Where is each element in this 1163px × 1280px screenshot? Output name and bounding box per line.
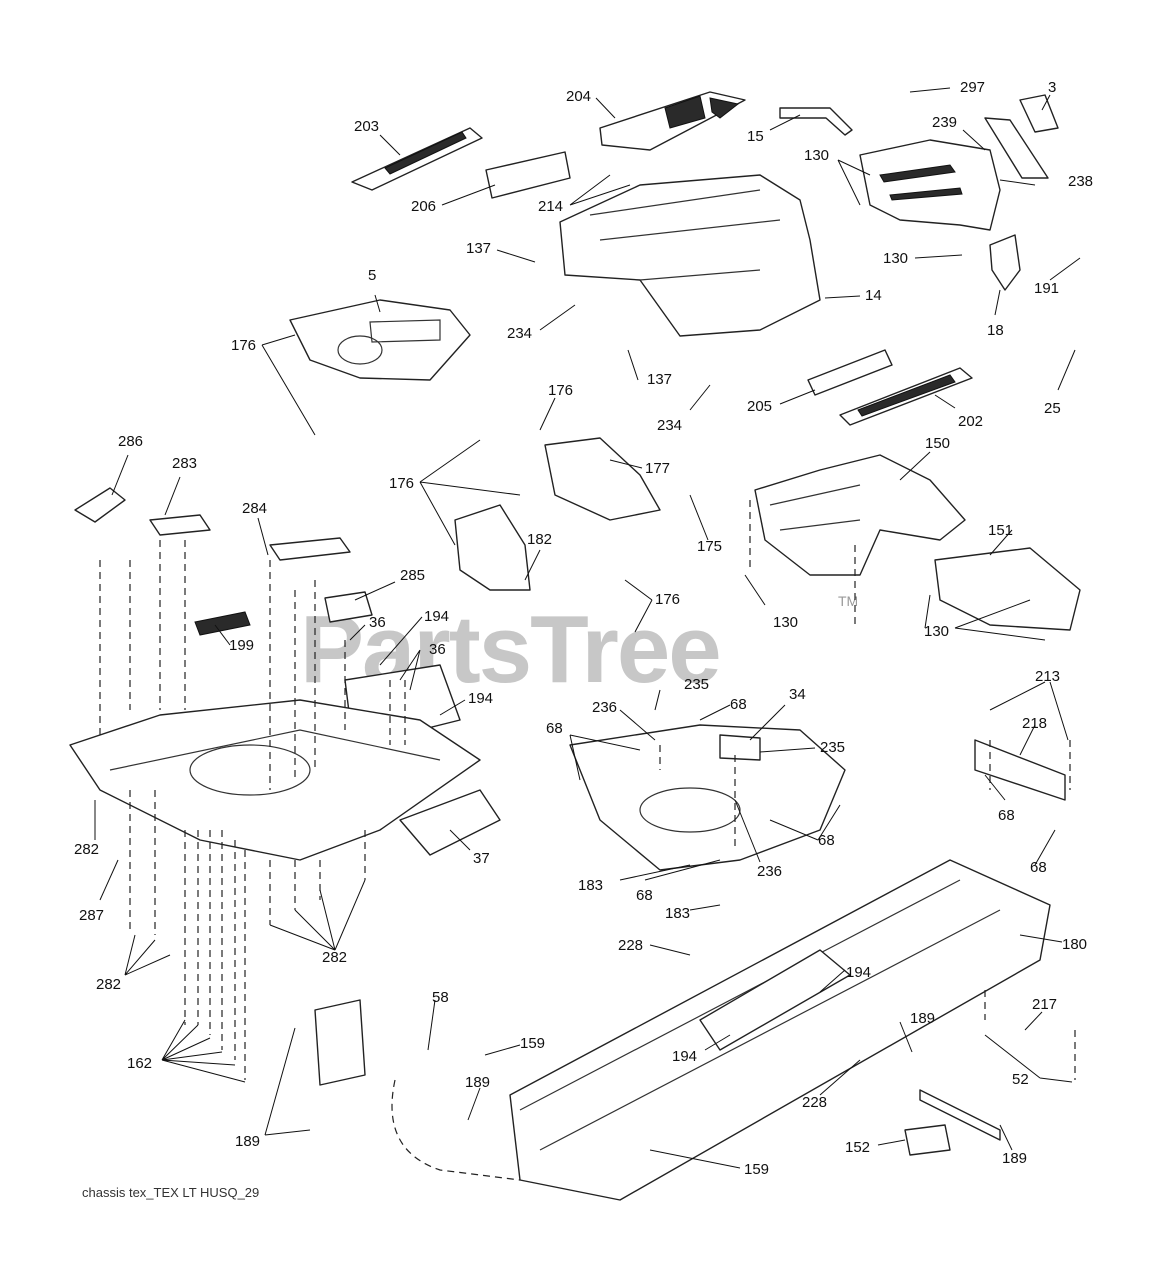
- callout-284: 284: [242, 500, 267, 517]
- callout-189: 189: [465, 1074, 490, 1091]
- callout-238: 238: [1068, 173, 1093, 190]
- callout-14: 14: [865, 287, 882, 304]
- callout-25: 25: [1044, 400, 1061, 417]
- callout-5: 5: [368, 267, 376, 284]
- callout-37: 37: [473, 850, 490, 867]
- callout-159: 159: [520, 1035, 545, 1052]
- callout-286: 286: [118, 433, 143, 450]
- callout-18: 18: [987, 322, 1004, 339]
- callout-239: 239: [932, 114, 957, 131]
- callout-282: 282: [96, 976, 121, 993]
- callout-150: 150: [925, 435, 950, 452]
- callout-189: 189: [235, 1133, 260, 1150]
- callout-68: 68: [1030, 859, 1047, 876]
- callout-68: 68: [636, 887, 653, 904]
- callout-285: 285: [400, 567, 425, 584]
- callout-130: 130: [804, 147, 829, 164]
- callout-236: 236: [757, 863, 782, 880]
- callout-159: 159: [744, 1161, 769, 1178]
- callout-137: 137: [647, 371, 672, 388]
- callout-137: 137: [466, 240, 491, 257]
- callout-176: 176: [655, 591, 680, 608]
- callout-236: 236: [592, 699, 617, 716]
- callout-15: 15: [747, 128, 764, 145]
- callout-297: 297: [960, 79, 985, 96]
- callout-235: 235: [684, 676, 709, 693]
- callout-58: 58: [432, 989, 449, 1006]
- callout-199: 199: [229, 637, 254, 654]
- callout-labels: 297 3 204 203 15 239 130 238 206 214 137…: [74, 79, 1093, 1178]
- callout-183: 183: [578, 877, 603, 894]
- callout-189: 189: [910, 1010, 935, 1027]
- callout-68: 68: [546, 720, 563, 737]
- callout-176: 176: [231, 337, 256, 354]
- callout-203: 203: [354, 118, 379, 135]
- callout-34: 34: [789, 686, 806, 703]
- callout-283: 283: [172, 455, 197, 472]
- callout-206: 206: [411, 198, 436, 215]
- callout-68: 68: [998, 807, 1015, 824]
- callout-151: 151: [988, 522, 1013, 539]
- callout-36: 36: [369, 614, 386, 631]
- callout-175: 175: [697, 538, 722, 555]
- callout-204: 204: [566, 88, 591, 105]
- callout-180: 180: [1062, 936, 1087, 953]
- callout-130: 130: [883, 250, 908, 267]
- callout-130: 130: [773, 614, 798, 631]
- callout-214: 214: [538, 198, 563, 215]
- alignment-lines: [99, 500, 1076, 1181]
- callout-287: 287: [79, 907, 104, 924]
- callout-176: 176: [548, 382, 573, 399]
- frame-assembly: [314, 739, 1066, 1201]
- callout-177: 177: [645, 460, 670, 477]
- watermark-trademark: TM: [838, 593, 858, 609]
- callout-194: 194: [468, 690, 493, 707]
- diagram-caption: chassis tex_TEX LT HUSQ_29: [82, 1185, 259, 1200]
- hood-assembly: [289, 91, 1059, 426]
- leader-lines: [94, 87, 1081, 1169]
- callout-282: 282: [322, 949, 347, 966]
- callout-228: 228: [802, 1094, 827, 1111]
- callout-194: 194: [672, 1048, 697, 1065]
- footrest-assembly: [69, 699, 501, 861]
- callout-162: 162: [127, 1055, 152, 1072]
- callout-234: 234: [657, 417, 682, 434]
- callout-152: 152: [845, 1139, 870, 1156]
- callout-189: 189: [1002, 1150, 1027, 1167]
- callout-182: 182: [527, 531, 552, 548]
- pedal-assembly: [569, 724, 846, 871]
- callout-218: 218: [1022, 715, 1047, 732]
- callout-194: 194: [424, 608, 449, 625]
- callout-205: 205: [747, 398, 772, 415]
- callout-282: 282: [74, 841, 99, 858]
- fender-assembly: [74, 437, 1081, 741]
- callout-68: 68: [818, 832, 835, 849]
- callout-194: 194: [846, 964, 871, 981]
- callout-213: 213: [1035, 668, 1060, 685]
- callout-217: 217: [1032, 996, 1057, 1013]
- callout-52: 52: [1012, 1071, 1029, 1088]
- callout-3: 3: [1048, 79, 1056, 96]
- callout-202: 202: [958, 413, 983, 430]
- callout-68: 68: [730, 696, 747, 713]
- callout-176: 176: [389, 475, 414, 492]
- callout-234: 234: [507, 325, 532, 342]
- callout-183: 183: [665, 905, 690, 922]
- callout-130: 130: [924, 623, 949, 640]
- callout-36: 36: [429, 641, 446, 658]
- callout-191: 191: [1034, 280, 1059, 297]
- callout-228: 228: [618, 937, 643, 954]
- callout-235: 235: [820, 739, 845, 756]
